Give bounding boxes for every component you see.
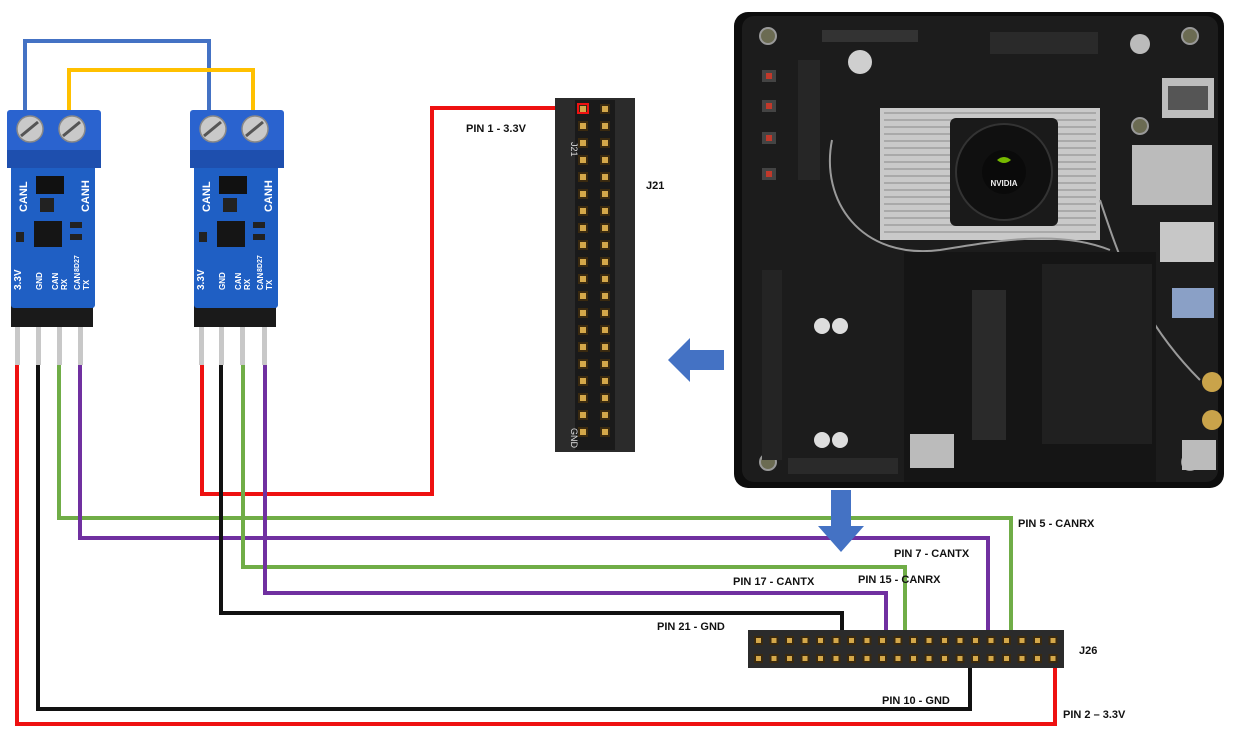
j26-body — [748, 630, 1064, 668]
wire-pin5-canrx — [57, 355, 1013, 632]
wire-pin21-gnd — [219, 355, 844, 632]
silk-3v3: 3.3V — [196, 269, 207, 290]
label-pin15: PIN 15 - CANRX — [858, 574, 941, 586]
module-pin-gnd — [36, 325, 41, 365]
j26-header — [748, 630, 1064, 668]
label-j21: J21 — [646, 180, 664, 192]
wires — [15, 39, 1057, 726]
silk-can-tx-top: CAN — [256, 272, 265, 290]
label-j26: J26 — [1079, 645, 1097, 657]
label-pin5: PIN 5 - CANRX — [1018, 518, 1095, 530]
label-pin10: PIN 10 - GND — [882, 695, 950, 707]
module-pin-cantx — [262, 325, 267, 365]
silk-can-rx-bottom: RX — [243, 278, 252, 290]
jetson-carrier-board: NVIDIA — [734, 12, 1224, 488]
j21-silk-top: J21 — [569, 142, 579, 157]
wire-pin1-3v3 — [200, 106, 583, 496]
termination-jumper — [36, 176, 64, 194]
j26-pin-array — [754, 636, 1058, 663]
silk-can-rx-top: CAN — [51, 272, 60, 290]
arrow-left-icon — [668, 338, 724, 382]
silk-can-tx-bottom: TX — [265, 279, 274, 290]
silk-can-rx-bottom: RX — [60, 278, 69, 290]
wire-pin15-canrx — [241, 355, 907, 632]
label-pin1: PIN 1 - 3.3V — [466, 123, 527, 135]
screw-terminal-canh — [58, 115, 86, 143]
pin-header-strip — [194, 305, 276, 327]
label-pin17: PIN 17 - CANTX — [733, 576, 815, 588]
screw-terminal-canl — [199, 115, 227, 143]
silk-canh: CANH — [80, 180, 92, 212]
j21-silk-bottom: GND — [569, 428, 579, 449]
module-pin-cantx — [78, 325, 83, 365]
silk-can-rx-top: CAN — [234, 272, 243, 290]
silk-3v3: 3.3V — [13, 269, 24, 290]
silk-canh: CANH — [263, 180, 275, 212]
can-module-1: CANL CANH 3.3V GND CAN RX CAN TX 8D27 — [7, 110, 101, 365]
wire-pin2-3v3 — [15, 355, 1057, 726]
screw-terminal-canh — [241, 115, 269, 143]
canh-link-wire — [67, 68, 255, 112]
label-pin7: PIN 7 - CANTX — [894, 548, 970, 560]
fan-logo: NVIDIA — [990, 179, 1017, 188]
silk-canl: CANL — [201, 181, 213, 212]
can-module-2: CANL CANH 3.3V GND CAN RX CAN TX 8D27 — [190, 110, 284, 365]
label-pin2: PIN 2 – 3.3V — [1063, 709, 1126, 721]
module-pin-3v3 — [199, 325, 204, 365]
wire-pin7-cantx — [78, 355, 990, 632]
canl-link-wire — [23, 39, 211, 112]
silk-chip-code: 8D27 — [257, 255, 264, 272]
transceiver-chip — [217, 221, 245, 247]
silk-gnd: GND — [218, 272, 227, 290]
label-pin21: PIN 21 - GND — [657, 621, 725, 633]
wire-pin17-cantx — [263, 355, 888, 632]
module-pin-3v3 — [15, 325, 20, 365]
silk-canl: CANL — [18, 181, 30, 212]
wire-pin10-gnd — [36, 355, 972, 711]
termination-jumper — [219, 176, 247, 194]
module-pin-gnd — [219, 325, 224, 365]
silk-gnd: GND — [35, 272, 44, 290]
pin-header-strip — [11, 305, 93, 327]
silk-chip-code: 8D27 — [74, 255, 81, 272]
screw-terminal-canl — [16, 115, 44, 143]
j21-pin-1-highlight — [577, 103, 589, 114]
arrow-down-icon — [818, 490, 864, 552]
j21-pin-array — [578, 104, 610, 437]
silk-can-tx-top: CAN — [73, 272, 82, 290]
silk-can-tx-bottom: TX — [82, 279, 91, 290]
j21-header: J21 GND — [555, 98, 635, 452]
module-pin-canrx — [240, 325, 245, 365]
module-pin-canrx — [57, 325, 62, 365]
transceiver-chip — [34, 221, 62, 247]
